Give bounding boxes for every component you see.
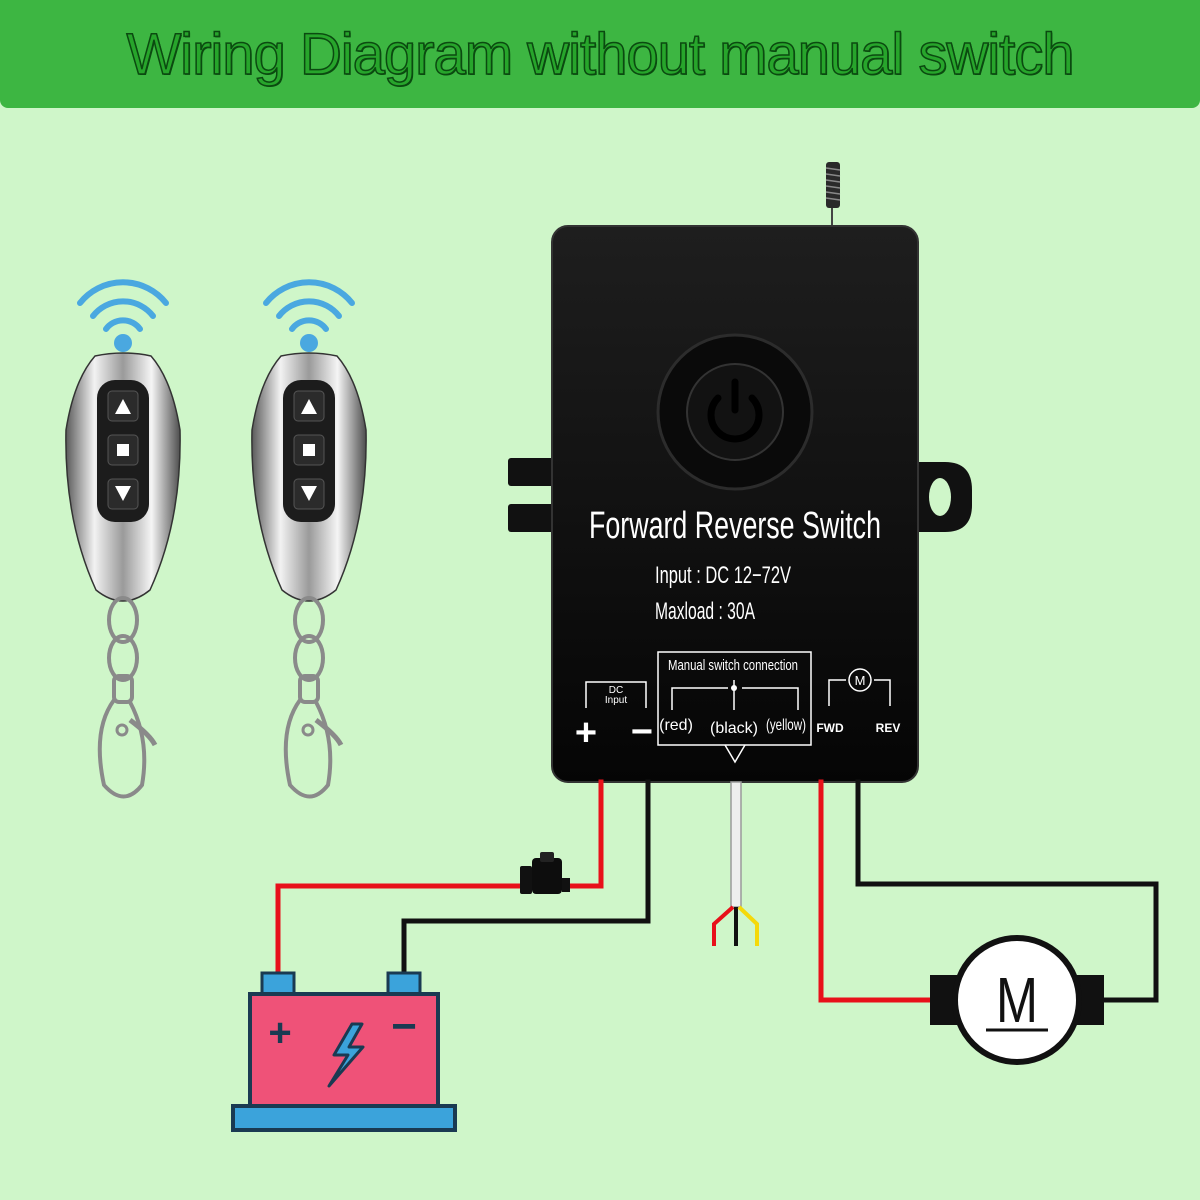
controller-box: Forward Reverse Switch Input : DC 12−72V… <box>508 225 972 783</box>
maxload-spec: Maxload : 30A <box>655 598 755 625</box>
header-banner: Wiring Diagram without manual switch <box>0 0 1200 108</box>
battery-plus-label: + <box>268 1011 291 1055</box>
lightning-icon <box>327 1022 365 1088</box>
controller-title: Forward Reverse Switch <box>589 505 881 547</box>
input-spec: Input : DC 12−72V <box>655 562 791 589</box>
terminal-plus-label: + <box>575 712 597 754</box>
antenna-icon <box>825 162 841 230</box>
manual-switch-cable <box>712 781 759 946</box>
power-button-icon[interactable] <box>656 333 814 491</box>
remote-control-icon <box>251 279 367 799</box>
motor-icon: M <box>930 935 1104 1065</box>
battery-icon: + − <box>231 971 457 1132</box>
signal-icon <box>77 279 169 332</box>
positive-wire <box>275 779 604 978</box>
wiring-diagram: Forward Reverse Switch Input : DC 12−72V… <box>65 162 1159 1132</box>
rev-wire <box>855 779 1159 1003</box>
dc-input-label-bottom: Input <box>605 695 627 706</box>
manual-switch-label: Manual switch connection <box>668 657 798 674</box>
signal-icon <box>263 279 355 332</box>
wire-black-label: (black) <box>710 720 758 737</box>
wire-yellow-label: (yellow) <box>766 717 806 734</box>
wire-red-label: (red) <box>659 717 693 734</box>
rev-label: REV <box>876 721 901 735</box>
negative-wire <box>401 779 651 978</box>
dc-input-label-top: DC <box>609 685 623 696</box>
fwd-label: FWD <box>816 721 844 735</box>
page-title: Wiring Diagram without manual switch <box>126 21 1076 88</box>
motor-symbol-letter: M <box>855 673 866 688</box>
motor-symbol-icon: M <box>848 668 872 692</box>
motor-letter: M <box>996 964 1038 1036</box>
fwd-wire <box>818 779 935 1003</box>
battery-minus-label: − <box>391 1002 417 1051</box>
terminal-minus-label: − <box>631 711 653 753</box>
fuse-icon <box>520 852 570 894</box>
remote-control-icon <box>65 279 181 799</box>
